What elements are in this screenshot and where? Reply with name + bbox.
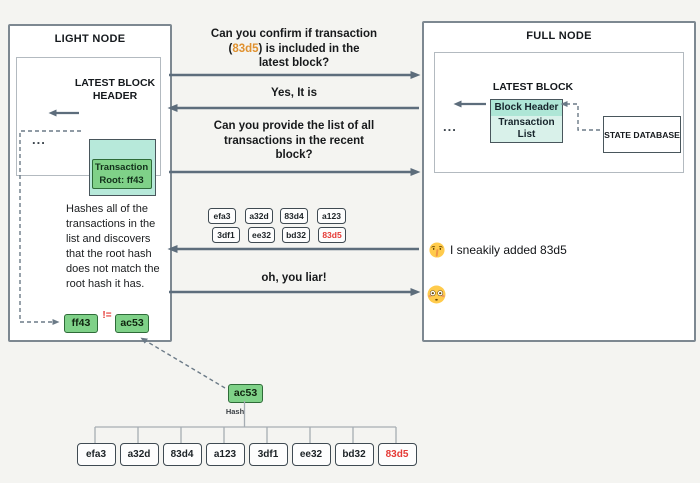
transaction-list-box: Transaction List: [490, 116, 563, 143]
merkle-leaf: a32d: [119, 443, 159, 466]
shushing-face-icon: [429, 242, 445, 258]
light-node-box: LIGHT NODE LATEST BLOCK HEADER ... Trans…: [8, 24, 172, 342]
merkle-leaf: bd32: [334, 443, 374, 466]
chain-ellipsis: ...: [443, 119, 457, 134]
sneaky-message: I sneakily added 83d5: [429, 242, 567, 258]
tx-box: ee32: [248, 227, 275, 243]
merkle-leaf: ee32: [291, 443, 331, 466]
full-node-block-panel: LATEST BLOCK ... Block Header Transactio…: [434, 52, 684, 173]
merkle-leaf: 83d4: [162, 443, 202, 466]
tx-id-highlight: 83d5: [232, 42, 259, 55]
message-liar: oh, you liar!: [261, 272, 327, 284]
merkle-leaf: efa3: [76, 443, 116, 466]
light-node-title: LIGHT NODE: [54, 33, 126, 45]
block-header-block: Transaction Root: ff43: [89, 139, 156, 196]
light-node-block-panel: LATEST BLOCK HEADER ... Transaction Root…: [16, 57, 161, 196]
tx-box: 83d4: [280, 208, 308, 224]
full-node-box: FULL NODE LATEST BLOCK ... Block Header …: [422, 21, 696, 342]
merkle-root-box: ac53: [228, 384, 263, 403]
tx-box: 3df1: [212, 227, 240, 243]
flushed-face-icon: [427, 285, 446, 304]
merkle-leaf-sneaky: 83d5: [377, 443, 417, 466]
computed-root-hash-box: ac53: [115, 314, 149, 333]
embarrassed-reaction: [427, 285, 446, 304]
tx-box-sneaky: 83d5: [318, 227, 346, 243]
merkle-leaf: a123: [205, 443, 245, 466]
dashed-tree-to-computed: [140, 337, 226, 389]
tx-box: a123: [317, 208, 346, 224]
tx-box: a32d: [245, 208, 273, 224]
transaction-root-box: Transaction Root: ff43: [91, 159, 152, 189]
stored-root-hash-box: ff43: [64, 314, 98, 333]
message-confirm-tx: Can you confirm if transaction (83d5) is…: [210, 28, 378, 69]
tx-box: bd32: [282, 227, 310, 243]
message-yes-it-is: Yes, It is: [270, 87, 318, 99]
latest-block-header-label: LATEST BLOCK HEADER: [74, 77, 156, 102]
state-database-box: STATE DATABASE: [603, 116, 681, 153]
hash-label: Hash: [225, 407, 245, 416]
full-node-title: FULL NODE: [526, 30, 592, 42]
sneaky-text: I sneakily added 83d5: [450, 243, 567, 257]
chain-ellipsis: ...: [32, 132, 46, 147]
light-node-paragraph: Hashes all of the transactions in the li…: [66, 203, 160, 290]
latest-block-label: LATEST BLOCK: [492, 81, 574, 93]
message-provide-list: Can you provide the list of all transact…: [213, 120, 375, 161]
merkle-leaf: 3df1: [248, 443, 288, 466]
tx-box: efa3: [208, 208, 236, 224]
not-equal-sign: !=: [102, 310, 112, 321]
